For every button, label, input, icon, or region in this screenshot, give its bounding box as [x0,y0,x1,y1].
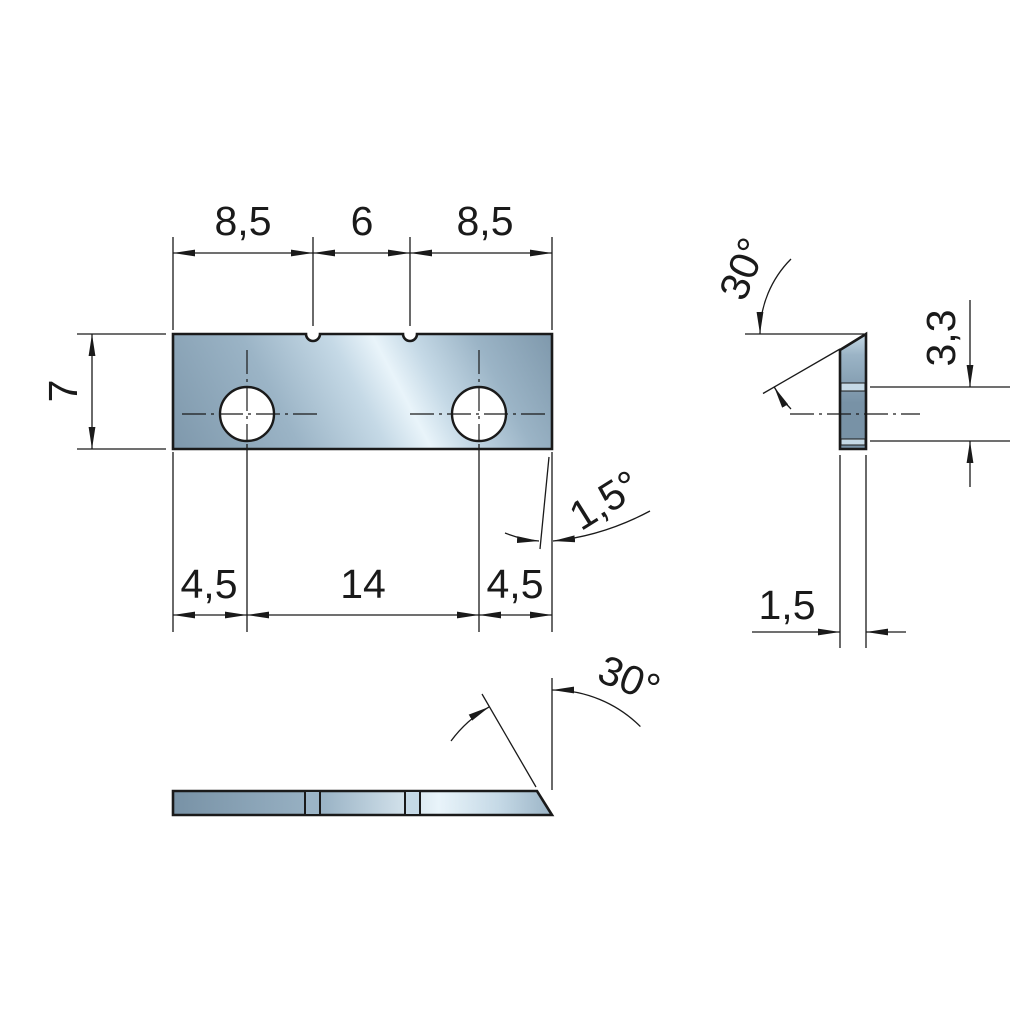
hole-band-upper [840,382,866,392]
relief-angle-line [539,456,550,550]
dim-label-bottom-middle: 14 [340,561,386,607]
notch-band-right [405,792,420,814]
angle-arc-lower [773,386,792,410]
angle-arc-left [504,532,540,544]
dim-label-bottom-right: 4,5 [487,561,544,607]
dim-label-top-right: 8,5 [457,198,514,244]
dim-label-side-bevel-angle: 30° [710,231,776,306]
relief-angle-dimension: 1,5° [504,456,651,550]
notch-band-left [305,792,320,814]
angle-arc-right [552,510,651,543]
angle-arc-upper [756,258,792,335]
bevel-extension-line [481,693,537,788]
hole-band-lower [840,438,866,446]
dim-label-top-middle: 6 [351,198,374,244]
dim-label-hole-offset: 3,3 [918,310,964,367]
bottom-dimension-chain: 4,5 14 4,5 [172,444,553,632]
height-dimension: 7 [40,333,166,450]
angle-arc-left [450,706,490,742]
bevel-extension-line [762,348,841,395]
dim-label-bottom-bevel-angle: 30° [592,646,667,712]
dim-label-height: 7 [40,380,86,403]
front-view [171,332,554,451]
side-view: 30° 3,3 1,5 [710,231,1010,648]
dim-label-bottom-left: 4,5 [181,561,238,607]
dim-label-top-left: 8,5 [215,198,272,244]
blade-edge-profile [171,789,555,817]
angle-arc-right [551,686,641,728]
dim-label-relief-angle: 1,5° [561,461,648,539]
top-dimension-chain: 8,5 6 8,5 [172,198,553,330]
dim-label-thickness: 1,5 [759,582,816,628]
bottom-view: 30° [171,646,667,817]
